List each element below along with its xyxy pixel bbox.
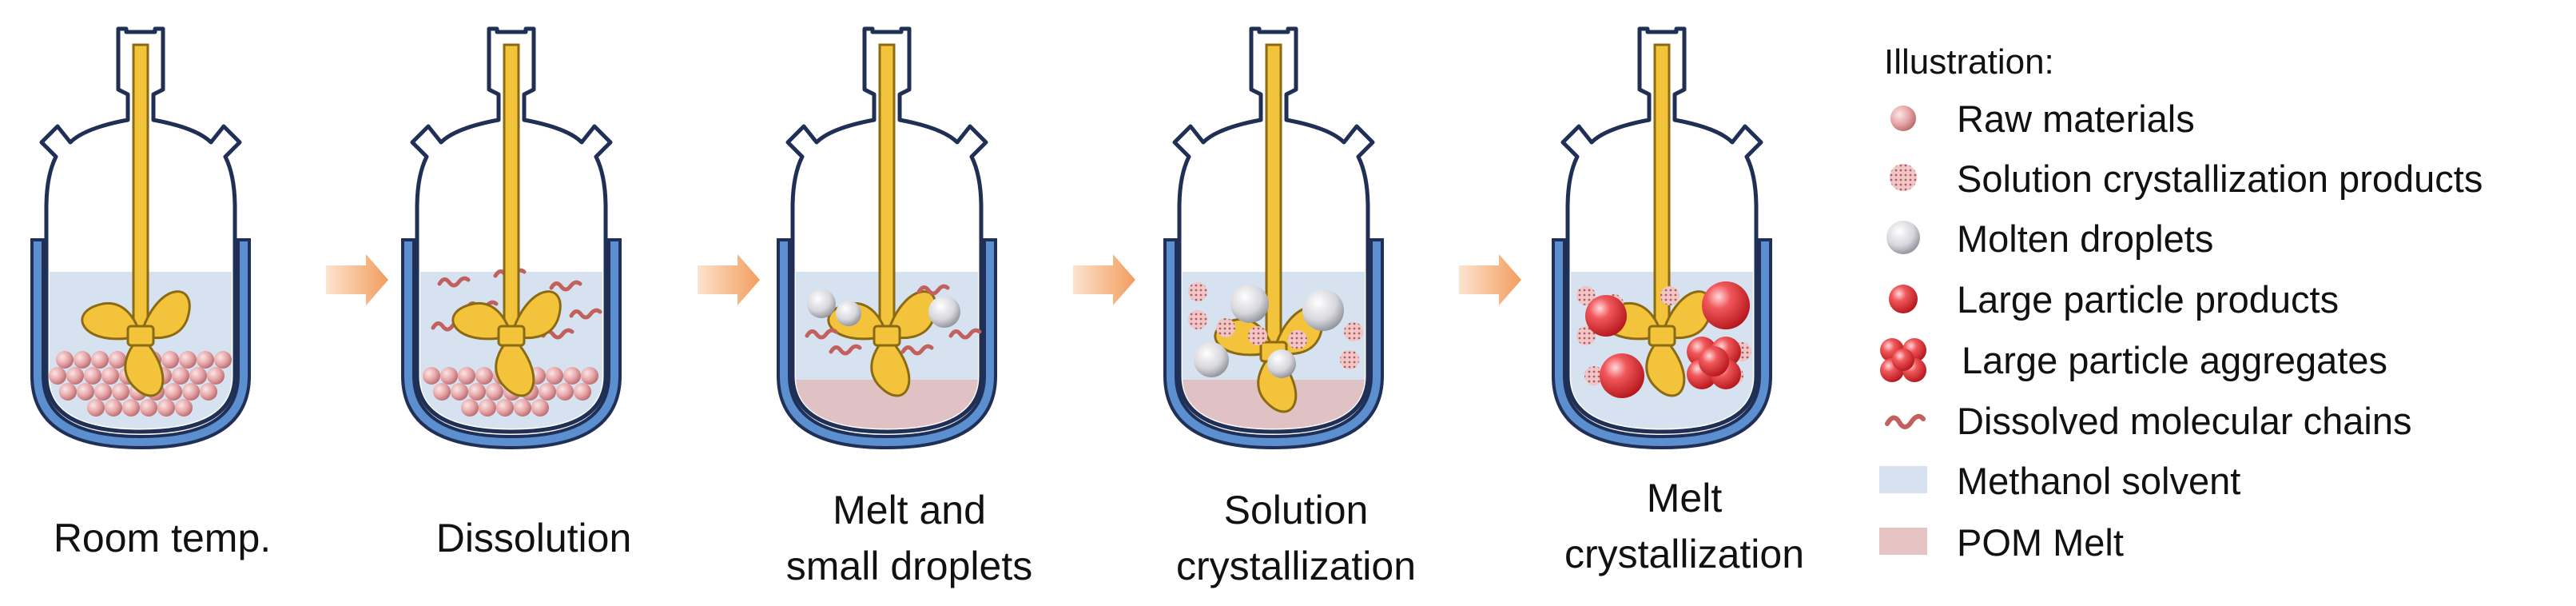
stage-label-melt-line1: Melt and — [833, 488, 986, 532]
stage-label-solution-line1: Solution — [1224, 488, 1369, 532]
stage-label-dissolution: Dissolution — [436, 516, 632, 560]
legend: Illustration: Raw materials Solution cry… — [1879, 42, 2483, 564]
reactor-melt-droplets — [777, 26, 997, 450]
particle-aggregate — [1687, 337, 1741, 389]
heating-jacket — [1552, 238, 1772, 450]
process-arrow-icon — [326, 254, 388, 305]
heating-jacket — [1163, 238, 1384, 450]
raw-material-sphere-icon — [1890, 106, 1916, 131]
process-arrow-icon — [1073, 254, 1135, 305]
solution-crystal-sphere-icon — [1890, 164, 1917, 191]
process-arrow-icon — [698, 254, 760, 305]
legend-label-molten-droplets: Molten droplets — [1957, 217, 2213, 260]
solution-crystal-products — [1188, 282, 1363, 369]
molten-droplets — [1194, 285, 1344, 378]
legend-label-pom-melt: POM Melt — [1957, 521, 2124, 564]
particle-aggregate-icon — [1880, 338, 1926, 382]
reactor-row — [30, 26, 1772, 450]
reactor-melt-crystallization — [1552, 26, 1772, 450]
heating-jacket — [401, 238, 622, 450]
reactor-dissolution — [401, 26, 622, 450]
stage-label-room-temp: Room temp. — [54, 516, 271, 560]
stirrer — [81, 43, 191, 397]
heating-jacket — [30, 238, 251, 450]
dissolved-chains — [805, 284, 982, 356]
stage-label-meltcryst-line2: crystallization — [1564, 532, 1804, 576]
molecular-chain-icon — [1885, 413, 1926, 429]
large-particles — [1585, 281, 1750, 398]
stage-labels: Room temp. Dissolution Melt and small dr… — [54, 476, 1804, 588]
process-arrows — [326, 254, 1521, 305]
heating-jacket — [777, 238, 997, 450]
large-particle-icon — [1889, 285, 1918, 313]
reactor-solution-crystallization — [1163, 26, 1384, 450]
legend-label-methanol-solvent: Methanol solvent — [1957, 460, 2240, 502]
stirrer — [451, 43, 562, 397]
stage-label-meltcryst-line1: Melt — [1647, 476, 1723, 520]
legend-label-large-particle-products: Large particle products — [1957, 278, 2339, 321]
legend-label-large-particle-aggregates: Large particle aggregates — [1962, 339, 2387, 381]
molten-droplets — [807, 289, 960, 328]
stage-label-solution-line2: crystallization — [1176, 544, 1416, 588]
methanol-swatch-icon — [1879, 466, 1927, 493]
legend-label-solution-crystallization-products: Solution crystallization products — [1957, 157, 2483, 200]
pom-melt — [796, 380, 978, 429]
reactor-room-temp — [30, 26, 251, 450]
molten-droplet-icon — [1886, 221, 1920, 254]
raw-materials — [423, 367, 598, 417]
stirrer — [827, 43, 937, 397]
pom-melt-swatch-icon — [1879, 528, 1927, 555]
process-arrow-icon — [1459, 254, 1521, 305]
stage-label-melt-line2: small droplets — [786, 544, 1032, 588]
legend-label-dissolved-molecular-chains: Dissolved molecular chains — [1957, 400, 2411, 442]
legend-label-raw-materials: Raw materials — [1957, 98, 2195, 140]
legend-title: Illustration: — [1884, 42, 2054, 82]
